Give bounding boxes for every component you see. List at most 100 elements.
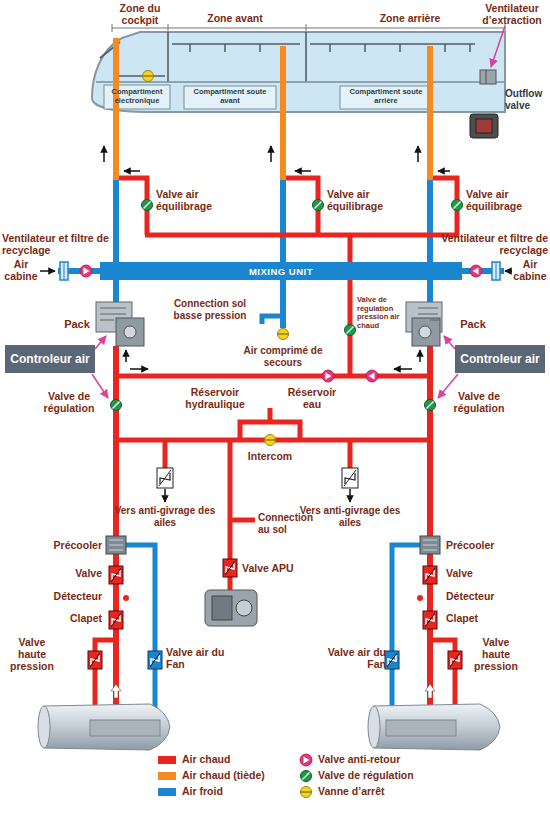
- node-text: Controleur air: [460, 352, 539, 366]
- controller-leaders: [92, 374, 108, 398]
- part-label: Compartiment soute avant: [184, 88, 276, 105]
- part-label: Valve air du Fan: [166, 646, 226, 670]
- part-label: Pack: [456, 318, 490, 331]
- engine-left: [111, 684, 121, 698]
- fuselage: [172, 43, 475, 45]
- legend-symbol: [301, 787, 312, 798]
- fuselage: [184, 86, 276, 109]
- legend-symbol: [300, 754, 312, 766]
- fuselage: [491, 26, 505, 67]
- trim-air-lines: [142, 200, 153, 211]
- engine-right: [368, 706, 380, 748]
- legend-swatch: [158, 772, 176, 780]
- flow-arrows: [103, 146, 105, 162]
- part-label: Air comprimé de secours: [238, 345, 328, 368]
- hot-air-lines: [425, 400, 436, 411]
- packs: [116, 318, 144, 346]
- part-label: Connection sol basse pression: [160, 298, 260, 321]
- flow-arrows: [505, 270, 512, 272]
- part-label: Compartiment soute arrière: [340, 88, 432, 105]
- fuselage: [92, 24, 505, 138]
- engine-right: [392, 545, 420, 708]
- flow-arrows: [40, 146, 512, 369]
- part-label: Réservoir eau: [282, 386, 342, 410]
- legend-text: Vanne d’arrêt: [318, 785, 385, 797]
- engine-right: [423, 566, 437, 584]
- hot-air-lines: [163, 440, 168, 468]
- air-risers: [278, 329, 289, 340]
- recirculation: [60, 262, 68, 280]
- part-label: Clapet: [30, 612, 102, 624]
- part-label: Air cabine: [512, 258, 548, 282]
- legend-swatch: [158, 788, 176, 796]
- packs: [100, 308, 126, 320]
- recirculation: [496, 262, 497, 280]
- flow-arrows: [438, 170, 450, 172]
- engine-left: [38, 536, 170, 750]
- part-label: Précooler: [30, 539, 102, 551]
- trim-air-lines: [348, 235, 353, 376]
- air-risers: [262, 316, 283, 324]
- part-label: Valve haute pression: [4, 636, 60, 672]
- part-label: Détecteur: [446, 590, 526, 602]
- part-label: Réservoir hydraulique: [175, 386, 255, 410]
- air-risers: [113, 180, 119, 305]
- hot-air-lines: [322, 370, 334, 382]
- hot-air-lines: [164, 489, 166, 502]
- part-label: Valve: [446, 567, 526, 579]
- engine-left: [40, 704, 170, 750]
- trim-air-lines: [452, 200, 463, 211]
- hot-air-lines: [111, 400, 122, 411]
- hot-air-lines: [348, 440, 353, 468]
- fuselage: [480, 70, 496, 84]
- flow-arrows: [270, 146, 272, 162]
- fuselage: [167, 32, 168, 82]
- engine-right: [448, 651, 462, 669]
- apu-unit: [205, 590, 257, 626]
- engine-right: [420, 536, 440, 554]
- fuselage: [340, 86, 432, 109]
- engine-right: [386, 720, 456, 736]
- controller-leaders: [444, 336, 455, 349]
- legend-text: Air froid: [182, 785, 223, 797]
- flow-arrows: [295, 170, 311, 172]
- part-label: Ventilateur d’extraction: [474, 2, 550, 26]
- part-label: Valve de régulation: [38, 390, 100, 414]
- hot-air-lines: [349, 489, 351, 502]
- hot-air-lines: [230, 518, 255, 523]
- air-risers: [427, 46, 433, 180]
- node-text: MIXING UNIT: [249, 266, 313, 277]
- air-risers: [427, 180, 433, 305]
- part-label: Ventilateur et filtre de recyclage: [408, 232, 548, 256]
- engine-left: [88, 651, 102, 669]
- part-label: Valve air équilibrage: [156, 188, 228, 212]
- fuselage: [92, 32, 505, 112]
- part-label: Valve air équilibrage: [466, 188, 546, 212]
- recirculation: [80, 265, 92, 277]
- legend-swatch: [158, 756, 176, 764]
- engine-left: [106, 536, 126, 554]
- mixing-unit-band: MIXING UNIT: [100, 262, 462, 280]
- fuselage: [96, 81, 505, 83]
- packs: [124, 326, 136, 338]
- packs: [418, 308, 440, 320]
- trim-air-lines: [345, 325, 356, 336]
- legend-text: Air chaud: [182, 753, 230, 765]
- hot-air-lines: [113, 374, 433, 379]
- recirculation: [470, 265, 482, 277]
- part-label: Intercom: [240, 450, 300, 462]
- engine-left: [95, 640, 116, 708]
- fuselage: [112, 28, 505, 29]
- engine-right: [370, 704, 500, 750]
- flow-arrows: [394, 368, 412, 370]
- engine-left: [109, 566, 123, 584]
- part-label: Valve de régulation: [448, 390, 510, 414]
- flow-arrows: [40, 270, 55, 272]
- legend-symbol: [299, 753, 313, 767]
- part-label: Ventilateur et filtre de recyclage: [2, 232, 142, 256]
- part-label: Valve: [30, 567, 102, 579]
- part-label: Compartiment électronique: [104, 88, 170, 105]
- controller-box: Controleur air: [455, 345, 545, 373]
- part-label: Précooler: [446, 539, 526, 551]
- hot-air-lines: [111, 346, 436, 708]
